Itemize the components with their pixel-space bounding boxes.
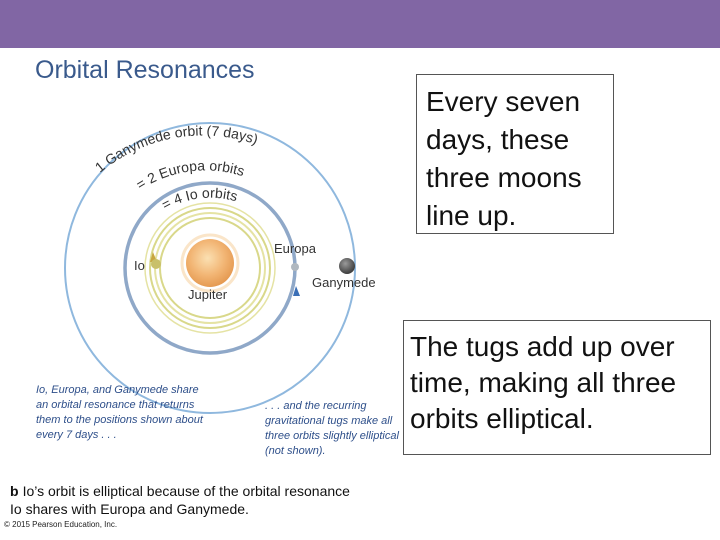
copyright-notice: © 2015 Pearson Education, Inc.: [4, 520, 118, 529]
io-orbit: [149, 207, 271, 329]
io-label: Io: [134, 258, 145, 273]
orbit-arrow-icon: [293, 286, 300, 296]
orbital-resonance-diagram: 1 Ganymede orbit (7 days) = 2 Europa orb…: [64, 122, 376, 414]
top-banner: [0, 0, 720, 48]
text-box-line-up: Every seven days, these three moons line…: [416, 74, 614, 234]
ganymede-moon: [339, 258, 355, 274]
ganymede-orbit: [64, 122, 356, 414]
caption-left: Io, Europa, and Ganymede share an orbita…: [36, 384, 203, 441]
europa-moon: [291, 263, 299, 271]
caption-line-2: Io shares with Europa and Ganymede.: [10, 501, 249, 517]
slide-title: Orbital Resonances: [35, 56, 255, 84]
jupiter-planet: [186, 239, 234, 287]
io-moon: [151, 259, 161, 269]
panel-letter: b: [10, 483, 19, 499]
jupiter-label: Jupiter: [188, 287, 228, 302]
caption-line-1: Io’s orbit is elliptical because of the …: [22, 483, 350, 499]
europa-label: Europa: [274, 241, 317, 256]
caption-right: . . . and the recurring gravitational tu…: [265, 400, 399, 457]
text-box-tugs: The tugs add up over time, making all th…: [403, 320, 711, 455]
ganymede-label: Ganymede: [312, 275, 376, 290]
